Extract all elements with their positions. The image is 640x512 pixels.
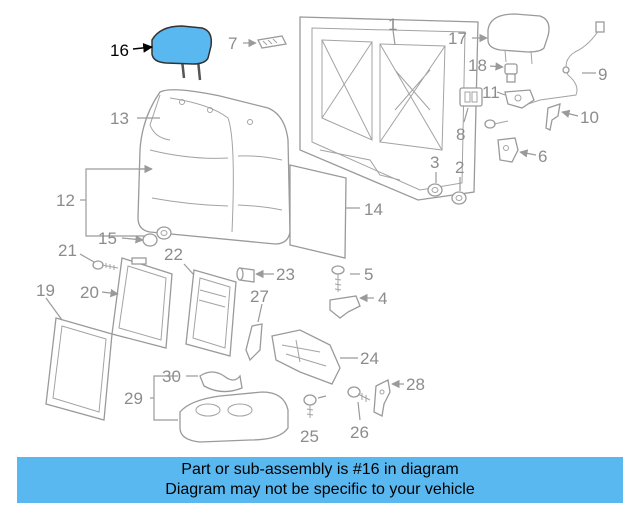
label-22: 22: [164, 245, 183, 264]
label-1: 1: [388, 15, 397, 34]
label-17: 17: [448, 29, 467, 48]
label-16: 16: [110, 41, 129, 60]
label-2: 2: [455, 158, 464, 177]
part-17-headrest: [487, 13, 550, 65]
label-10: 10: [580, 108, 599, 127]
label-25: 25: [300, 427, 319, 446]
part-30-cup-holder: [199, 371, 243, 393]
label-4: 4: [378, 289, 387, 308]
label-23: 23: [276, 265, 295, 284]
label-19: 19: [36, 281, 55, 300]
label-27: 27: [250, 287, 269, 306]
part-26-bolt: [347, 386, 371, 402]
part-11-bolt: [484, 119, 509, 129]
label-29: 29: [124, 389, 143, 408]
part-5-screw: [331, 265, 345, 292]
part-29-armrest: [179, 391, 289, 443]
part-6-bracket: [497, 137, 519, 163]
part-27-clip: [245, 323, 263, 362]
banner-line-2: Diagram may not be specific to your vehi…: [165, 481, 475, 498]
label-26: 26: [350, 423, 369, 442]
part-10-bracket: [545, 103, 561, 131]
label-18: 18: [468, 56, 487, 75]
info-banner: Part or sub-assembly is #16 in diagram D…: [17, 457, 623, 503]
label-6: 6: [538, 147, 547, 166]
label-13: 13: [110, 109, 129, 128]
label-21: 21: [58, 241, 77, 260]
parts-diagram: 16 1 3 2 7 17 18 9: [36, 13, 607, 446]
label-3: 3: [430, 153, 439, 172]
part-2-grommet: [451, 191, 467, 205]
part-20-panel: [111, 257, 173, 349]
label-24: 24: [360, 349, 379, 368]
part-4-clip: [329, 295, 361, 319]
label-12: 12: [56, 191, 75, 210]
part-19-panel: [45, 317, 113, 421]
part-3-grommet: [427, 183, 443, 197]
part-24-bracket: [271, 329, 341, 385]
label-11: 11: [482, 83, 500, 102]
part-25-bolt: [303, 394, 317, 418]
part-11-latch: [504, 89, 535, 109]
part-13-seat-back-cover: [137, 89, 291, 245]
label-8: 8: [456, 125, 465, 144]
part-16-headrest[interactable]: [151, 25, 213, 81]
banner-line-1: Part or sub-assembly is #16 in diagram: [181, 461, 459, 478]
label-14: 14: [364, 200, 383, 219]
part-21-screw: [92, 260, 119, 270]
part-9-cable: [527, 21, 605, 105]
label-20: 20: [80, 283, 99, 302]
part-8-switch: [459, 87, 483, 107]
label-15: 15: [98, 229, 117, 248]
part-22-panel: [185, 269, 237, 357]
label-28: 28: [406, 375, 425, 394]
part-7-clip: [257, 35, 287, 49]
part-23-plug: [236, 267, 255, 283]
part-18-guide: [504, 63, 518, 83]
label-9: 9: [598, 65, 607, 84]
part-14-pad: [289, 164, 347, 259]
label-7: 7: [228, 34, 237, 53]
headrest-highlight: [151, 25, 213, 65]
part-28-bracket: [373, 379, 391, 417]
label-5: 5: [364, 265, 373, 284]
